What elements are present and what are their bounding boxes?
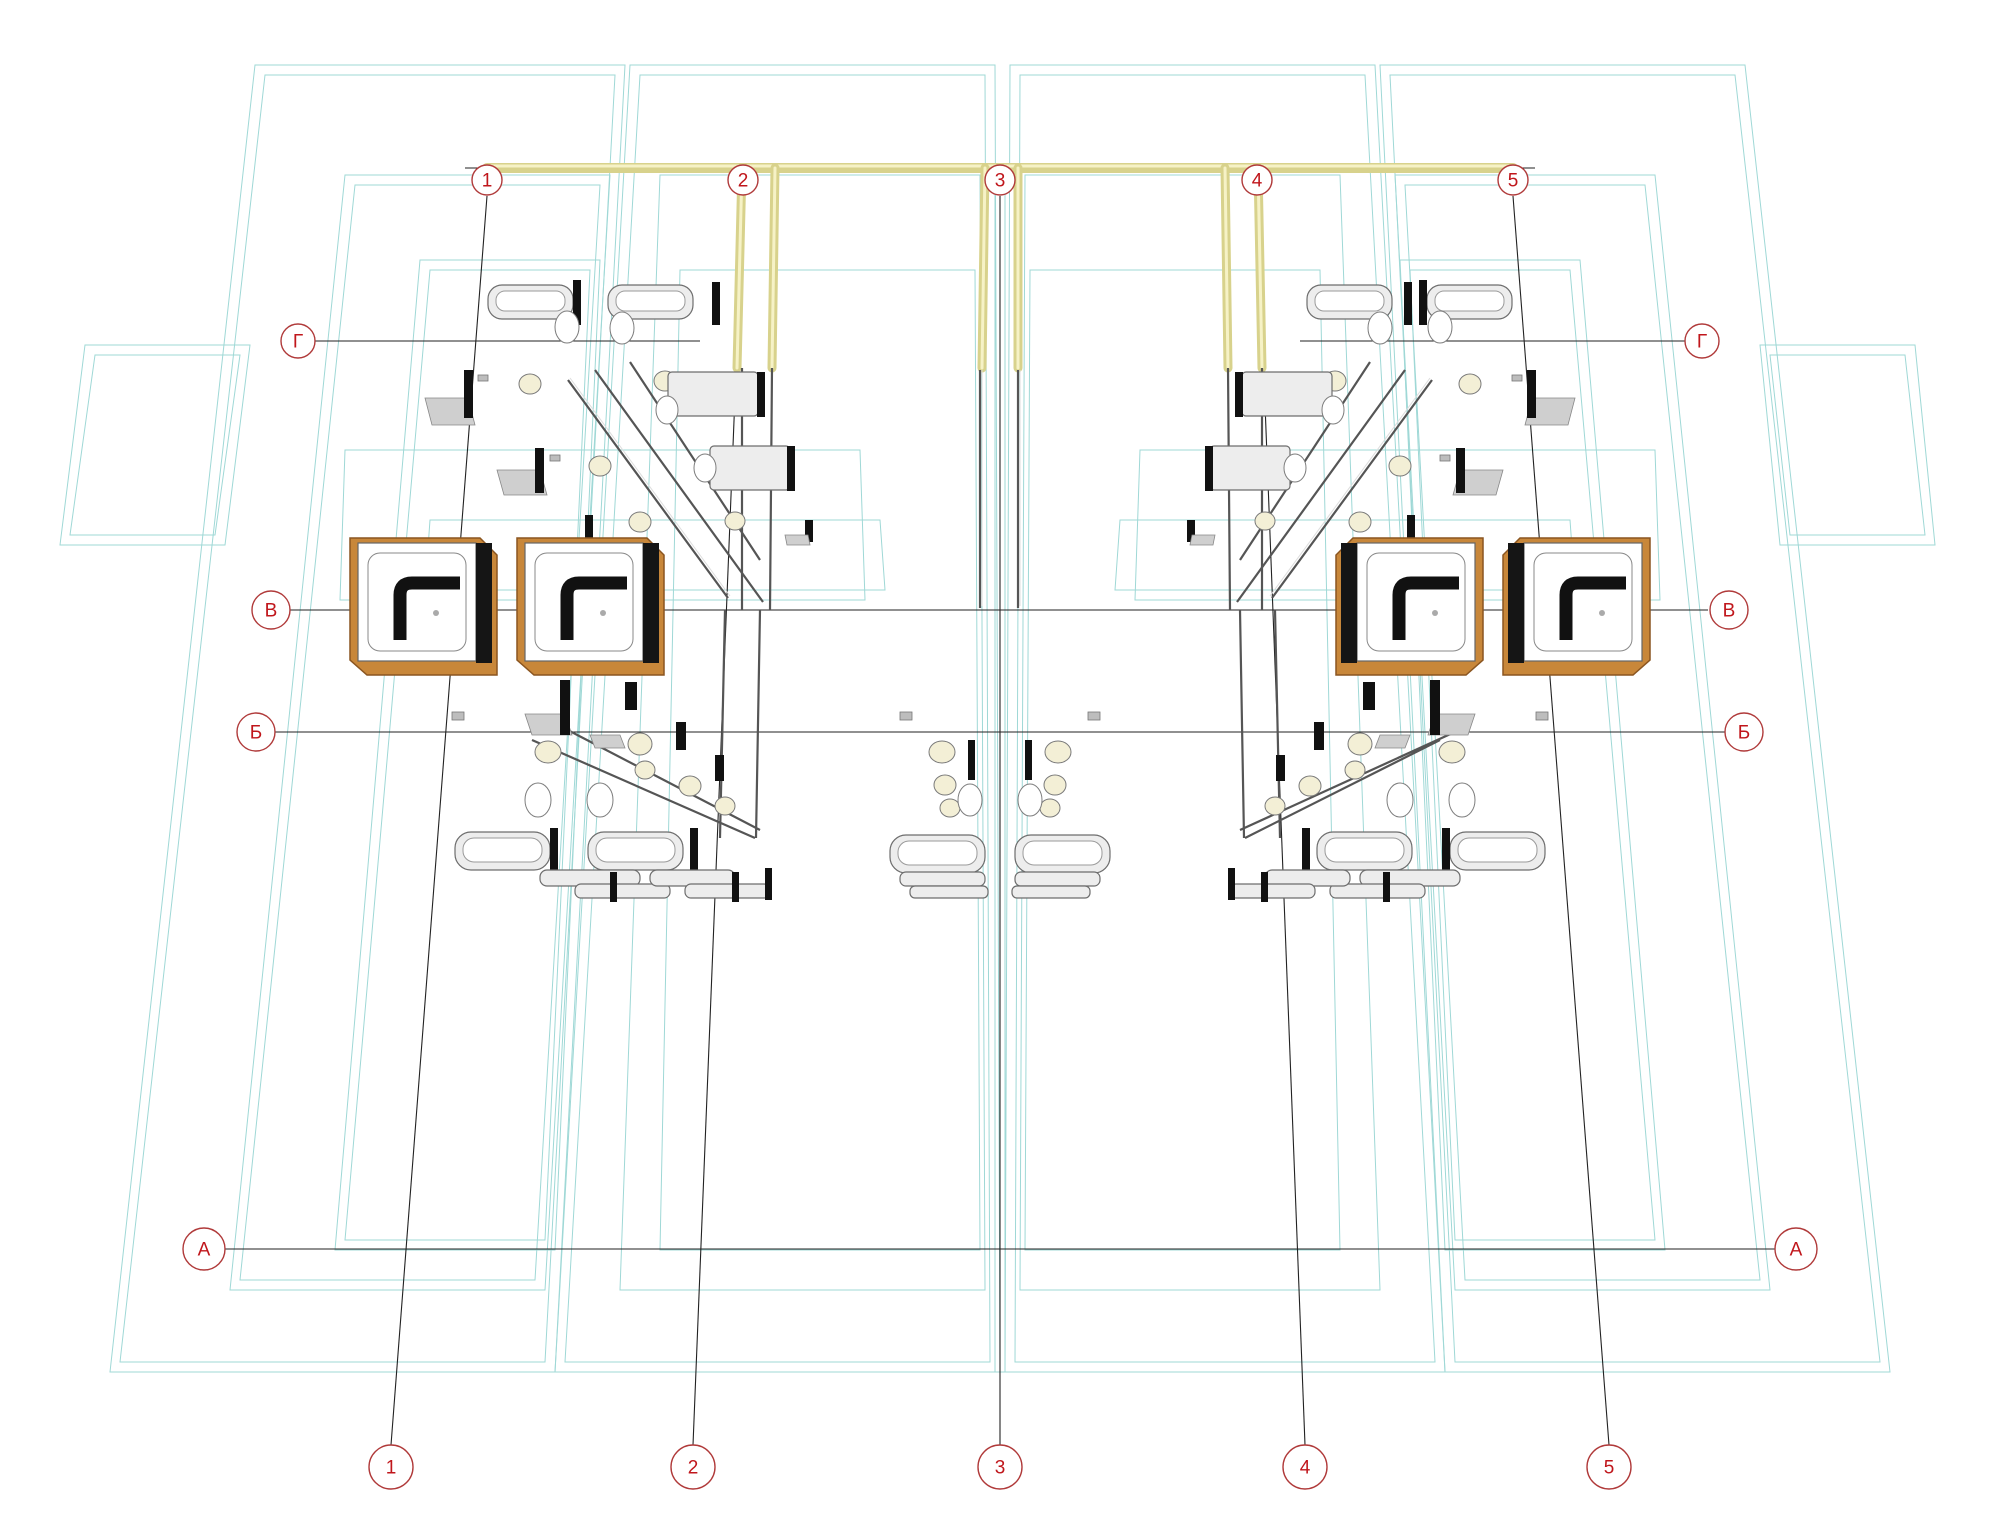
row-bubble-v-right: В xyxy=(1709,590,1749,630)
column-bubble-top-2: 2 xyxy=(727,164,759,196)
row-label: Г xyxy=(293,332,303,353)
fixtures-upper-left xyxy=(424,280,813,546)
bathtub xyxy=(454,828,558,878)
fixtures-upper-right xyxy=(1187,280,1576,546)
row-label: Г xyxy=(1697,332,1707,353)
column-label: 3 xyxy=(995,1458,1006,1479)
row-bubble-a-right: А xyxy=(1774,1227,1818,1271)
building-wireframe xyxy=(59,64,1936,1373)
column-bubble-bottom-1: 1 xyxy=(368,1444,414,1490)
grid-lines xyxy=(224,167,1776,1446)
row-bubble-b-left: Б xyxy=(236,712,276,752)
column-bubble-top-4: 4 xyxy=(1241,164,1273,196)
column-label: 2 xyxy=(688,1458,699,1479)
bathtub xyxy=(487,280,581,325)
bathtub xyxy=(1419,280,1513,325)
row-bubble-b-right: Б xyxy=(1724,712,1764,752)
toilet xyxy=(678,775,702,797)
row-bubble-a-left: А xyxy=(182,1227,226,1271)
column-bubble-top-1: 1 xyxy=(471,164,503,196)
toilet xyxy=(518,373,542,395)
toilet xyxy=(939,798,961,818)
fixtures-lower-right xyxy=(1228,680,1549,902)
toilet xyxy=(1347,732,1373,756)
column-bubble-bottom-3: 3 xyxy=(977,1444,1023,1490)
row-label: В xyxy=(1723,601,1736,622)
row-label: А xyxy=(1790,1240,1803,1261)
fixtures-lower-center xyxy=(889,711,1111,899)
toilet xyxy=(724,511,746,531)
washbasin xyxy=(1017,783,1043,817)
toilet xyxy=(1044,740,1072,764)
column-bubble-bottom-4: 4 xyxy=(1282,1444,1328,1490)
toilet xyxy=(1344,760,1366,780)
toilet xyxy=(1254,511,1276,531)
toilet xyxy=(1039,798,1061,818)
bathtub xyxy=(587,828,698,878)
bathtub xyxy=(607,282,720,325)
washbasin xyxy=(586,782,614,818)
column-bubble-top-3: 3 xyxy=(984,164,1016,196)
washbasin xyxy=(1321,395,1345,425)
washbasin xyxy=(1448,782,1476,818)
water-tank xyxy=(349,537,498,676)
toilet xyxy=(928,740,956,764)
toilet xyxy=(628,511,652,533)
water-tank xyxy=(1335,537,1484,676)
washbasin xyxy=(655,395,679,425)
toilet xyxy=(1264,796,1286,816)
water-tank xyxy=(1502,537,1651,676)
row-label: Б xyxy=(1738,723,1750,744)
bathtub xyxy=(1306,282,1412,325)
bathtub xyxy=(1442,828,1546,878)
column-label: 4 xyxy=(1252,171,1263,192)
toilet xyxy=(534,740,562,764)
column-label: 3 xyxy=(995,171,1006,192)
row-label: А xyxy=(198,1240,211,1261)
washbasin xyxy=(1427,310,1453,344)
washbasin xyxy=(957,783,983,817)
column-label: 5 xyxy=(1604,1458,1615,1479)
row-label: В xyxy=(265,601,278,622)
column-label: 4 xyxy=(1300,1458,1311,1479)
washbasin xyxy=(1367,311,1393,345)
toilet xyxy=(1458,373,1482,395)
toilet xyxy=(588,455,612,477)
column-label: 1 xyxy=(386,1458,397,1479)
column-bubble-bottom-2: 2 xyxy=(670,1444,716,1490)
washbasin xyxy=(693,453,717,483)
washbasin xyxy=(554,310,580,344)
water-tanks xyxy=(349,537,1651,676)
toilet xyxy=(1298,775,1322,797)
toilet xyxy=(714,796,736,816)
toilet xyxy=(1388,455,1412,477)
column-bubble-bottom-5: 5 xyxy=(1586,1444,1632,1490)
washbasin xyxy=(609,311,635,345)
bathtub xyxy=(1302,828,1413,878)
toilet xyxy=(634,760,656,780)
toilet xyxy=(1348,511,1372,533)
toilet xyxy=(627,732,653,756)
water-tank xyxy=(516,537,665,676)
fixtures-lower-left xyxy=(451,680,772,902)
bathtub xyxy=(889,834,986,874)
toilet xyxy=(1438,740,1466,764)
column-label: 5 xyxy=(1508,171,1519,192)
column-label: 1 xyxy=(482,171,493,192)
toilet xyxy=(1043,774,1067,796)
washbasin xyxy=(1283,453,1307,483)
bathtub xyxy=(1014,834,1111,874)
row-bubble-v-left: В xyxy=(251,590,291,630)
column-label: 2 xyxy=(738,171,749,192)
row-bubble-g-left: Г xyxy=(280,323,316,359)
washbasin xyxy=(524,782,552,818)
column-bubble-top-5: 5 xyxy=(1497,164,1529,196)
toilet xyxy=(933,774,957,796)
row-label: Б xyxy=(250,723,262,744)
row-bubble-g-right: Г xyxy=(1684,323,1720,359)
washbasin xyxy=(1386,782,1414,818)
